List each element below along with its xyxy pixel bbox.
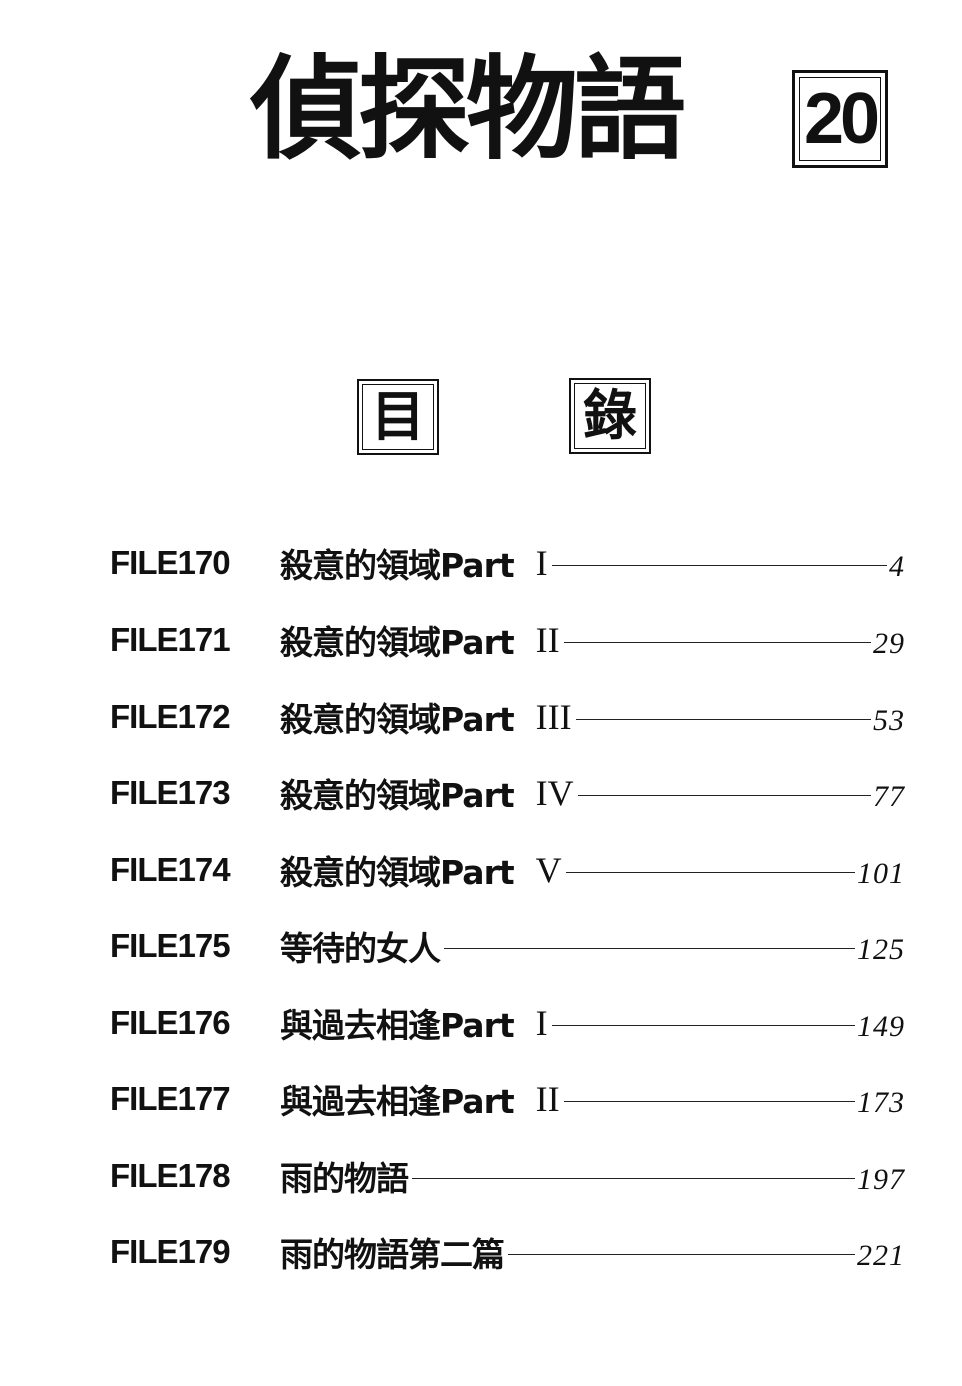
volume-number: 20: [792, 70, 888, 168]
chapter-title: 與過去相逢Part: [280, 1006, 515, 1045]
chapter-title: 殺意的領域Part: [280, 700, 515, 739]
toc-entry[interactable]: FILE176 與過去相逢Part I 149: [110, 1003, 905, 1045]
page-number: 4: [889, 550, 905, 583]
page-number: 29: [873, 627, 905, 660]
toc-entry[interactable]: FILE178 雨的物語 197: [110, 1156, 905, 1198]
file-label: FILE177: [110, 1080, 231, 1117]
leader-line: [563, 1100, 855, 1102]
page-number: 197: [857, 1163, 905, 1196]
toc-entry[interactable]: FILE179 雨的物語第二篇 221: [110, 1232, 905, 1274]
chapter-title: 殺意的領域Part: [280, 623, 515, 662]
toc-entry[interactable]: FILE171 殺意的領域Part II 29: [110, 620, 905, 662]
leader-line: [412, 1177, 855, 1179]
chapter-title: 雨的物語: [280, 1159, 409, 1198]
toc-entry[interactable]: FILE173 殺意的領域Part IV 77: [110, 773, 905, 815]
book-title: 偵探物語: [250, 45, 686, 175]
file-label: FILE176: [110, 1004, 231, 1041]
part-numeral: III: [535, 697, 572, 737]
leader-line: [551, 1024, 855, 1026]
leader-line: [444, 947, 855, 949]
toc-entry[interactable]: FILE174 殺意的領域Part V 101: [110, 850, 905, 892]
toc-entry[interactable]: FILE177 與過去相逢Part II 173: [110, 1079, 905, 1121]
chapter-title: 殺意的領域Part: [280, 776, 515, 815]
file-label: FILE174: [110, 851, 231, 888]
chapter-title: 等待的女人: [280, 929, 441, 968]
page-number: 149: [857, 1010, 905, 1043]
leader-line: [551, 564, 887, 566]
leader-line: [577, 794, 871, 796]
file-label: FILE178: [110, 1157, 231, 1194]
toc-entry[interactable]: FILE170 殺意的領域Part I 4: [110, 543, 905, 585]
chapter-title: 殺意的領域Part: [280, 546, 515, 585]
page-number: 173: [857, 1086, 905, 1119]
leader-line: [508, 1253, 855, 1255]
leader-line: [565, 871, 855, 873]
part-numeral: II: [535, 1079, 560, 1119]
file-label: FILE175: [110, 927, 231, 964]
page-number: 221: [857, 1239, 905, 1272]
part-numeral: IV: [535, 773, 574, 813]
part-numeral: II: [535, 620, 560, 660]
part-numeral: I: [535, 1003, 548, 1043]
file-label: FILE173: [110, 774, 231, 811]
contents-heading-char-1: 目: [357, 379, 439, 455]
page-number: 53: [873, 704, 905, 737]
leader-line: [575, 718, 871, 720]
toc-entry[interactable]: FILE175 等待的女人 125: [110, 926, 905, 968]
file-label: FILE179: [110, 1233, 231, 1270]
toc-entry[interactable]: FILE172 殺意的領域Part III 53: [110, 697, 905, 739]
file-label: FILE170: [110, 544, 231, 581]
contents-heading-char-2: 錄: [569, 378, 651, 454]
page-number: 77: [873, 780, 905, 813]
chapter-title: 雨的物語第二篇: [280, 1235, 505, 1274]
page-number: 125: [857, 933, 905, 966]
chapter-title: 與過去相逢Part: [280, 1082, 515, 1121]
page-number: 101: [857, 857, 905, 890]
leader-line: [563, 641, 871, 643]
file-label: FILE171: [110, 621, 231, 658]
file-label: FILE172: [110, 698, 231, 735]
part-numeral: V: [535, 850, 562, 890]
chapter-title: 殺意的領域Part: [280, 853, 515, 892]
part-numeral: I: [535, 543, 548, 583]
